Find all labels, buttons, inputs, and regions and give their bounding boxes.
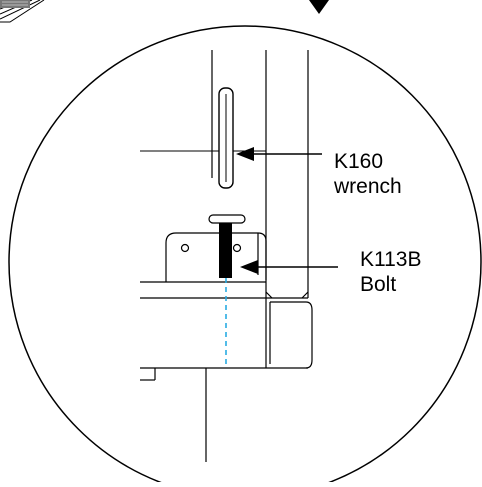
wrench-name-label: wrench — [333, 175, 402, 198]
rails — [140, 281, 308, 369]
wrench-code-label: K160 — [334, 150, 383, 173]
bolt-code-label: K113B — [360, 248, 422, 271]
lower-post — [140, 368, 207, 462]
bolt-callout-arrow — [240, 260, 338, 274]
end-cap — [265, 291, 313, 369]
bolt — [208, 214, 246, 278]
bolt-name-label: Bolt — [360, 273, 396, 296]
detail-circle — [8, 25, 482, 487]
wrench-callout-arrow — [236, 147, 322, 161]
wrench — [218, 87, 234, 189]
bracket — [165, 232, 267, 282]
down-arrow-icon — [309, 0, 329, 14]
panel-corner — [0, 0, 45, 23]
